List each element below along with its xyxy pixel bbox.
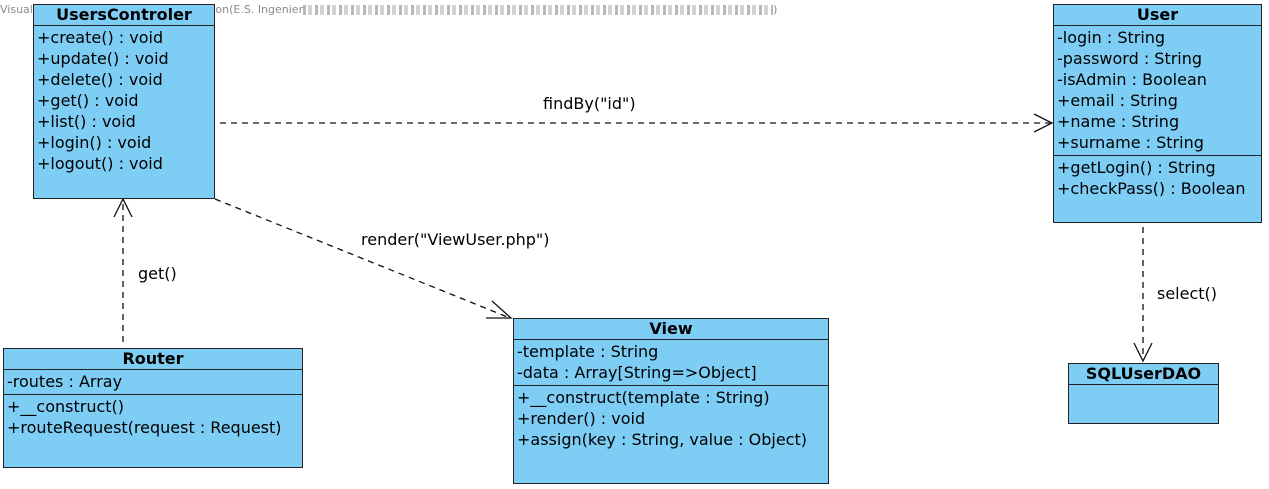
operations-section: +create() : void +update() : void +delet… [34, 26, 214, 176]
watermark-glyphs [303, 5, 774, 15]
attribute: -login : String [1057, 28, 1166, 47]
operations-section: +__construct() +routeRequest(request : R… [4, 395, 302, 440]
edge-findby-label: findBy("id") [543, 94, 636, 113]
class-name: View [514, 319, 828, 340]
attribute: -template : String [517, 342, 659, 361]
class-router[interactable]: Router -routes : Array +__construct() +r… [3, 348, 303, 468]
class-view[interactable]: View -template : String -data : Array[St… [513, 318, 829, 484]
operation: +delete() : void [37, 70, 163, 89]
edge-select-arrowhead [1133, 342, 1153, 363]
class-name: SQLUserDAO [1069, 364, 1218, 385]
attribute: +surname : String [1057, 133, 1204, 152]
attributes-section: -login : String -password : String -isAd… [1054, 26, 1261, 156]
operation: +routeRequest(request : Request) [7, 418, 282, 437]
edge-select-label: select() [1157, 284, 1218, 303]
class-name: Router [4, 349, 302, 370]
attributes-section: -template : String -data : Array[String=… [514, 340, 828, 386]
operation: +render() : void [517, 409, 646, 428]
operation: +create() : void [37, 28, 164, 47]
attribute: -routes : Array [7, 372, 123, 391]
class-name: UsersControler [34, 5, 214, 26]
edge-render-label: render("ViewUser.php") [361, 230, 550, 249]
attribute: -password : String [1057, 49, 1203, 68]
operation: +__construct() [7, 397, 125, 416]
edge-render-line [214, 198, 511, 319]
operation: +getLogin() : String [1057, 158, 1216, 177]
operation: +update() : void [37, 49, 169, 68]
class-name: User [1054, 5, 1261, 26]
operation: +get() : void [37, 91, 139, 110]
attribute: +email : String [1057, 91, 1178, 110]
operation: +assign(key : String, value : Object) [517, 430, 807, 449]
attribute: -data : Array[String=>Object] [517, 363, 757, 382]
attribute: -isAdmin : Boolean [1057, 70, 1207, 89]
edge-findby-arrowhead [1033, 113, 1054, 133]
edge-get-label: get() [138, 264, 177, 283]
operation: +list() : void [37, 112, 136, 131]
operations-section: +getLogin() : String +checkPass() : Bool… [1054, 156, 1261, 201]
operations-section: +__construct(template : String) +render(… [514, 386, 828, 452]
class-user[interactable]: User -login : String -password : String … [1053, 4, 1262, 223]
operation: +login() : void [37, 133, 152, 152]
class-users-controller[interactable]: UsersControler +create() : void +update(… [33, 4, 215, 199]
operation: +__construct(template : String) [517, 388, 770, 407]
class-sqluserdao[interactable]: SQLUserDAO [1068, 363, 1219, 424]
operation: +checkPass() : Boolean [1057, 179, 1246, 198]
operation: +logout() : void [37, 154, 163, 173]
edge-get-arrowhead [113, 197, 133, 218]
attributes-section: -routes : Array [4, 370, 302, 395]
edge-render-arrowhead [486, 300, 513, 319]
attribute: +name : String [1057, 112, 1180, 131]
